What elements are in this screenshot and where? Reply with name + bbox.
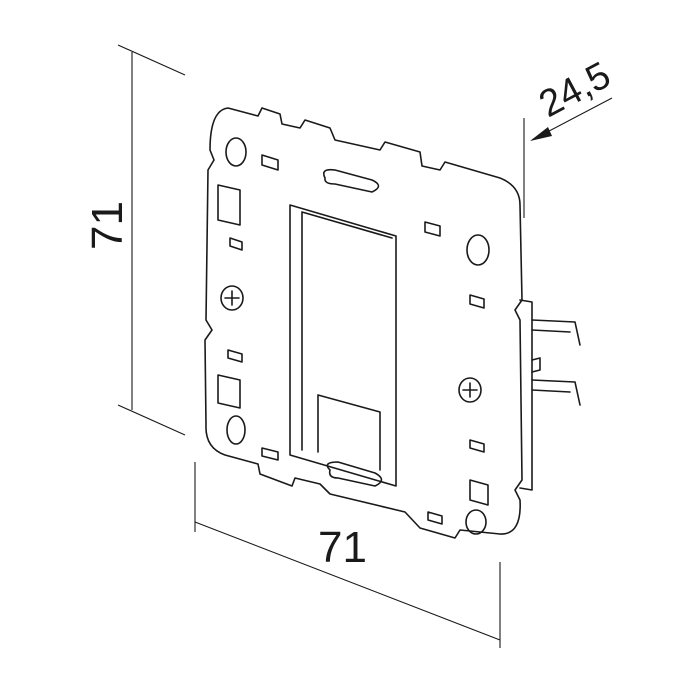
height-label: 71 (83, 201, 132, 250)
arrow-icon (530, 127, 552, 141)
depth-label: 24,5 (533, 54, 618, 126)
frame-body (204, 107, 533, 539)
height-dimension: 71 (83, 44, 186, 436)
width-dimension: 71 (194, 462, 501, 648)
width-label: 71 (318, 523, 367, 572)
screw-icon (220, 285, 482, 403)
mounting-claws (531, 319, 581, 406)
depth-dimension: 24,5 (523, 54, 618, 218)
